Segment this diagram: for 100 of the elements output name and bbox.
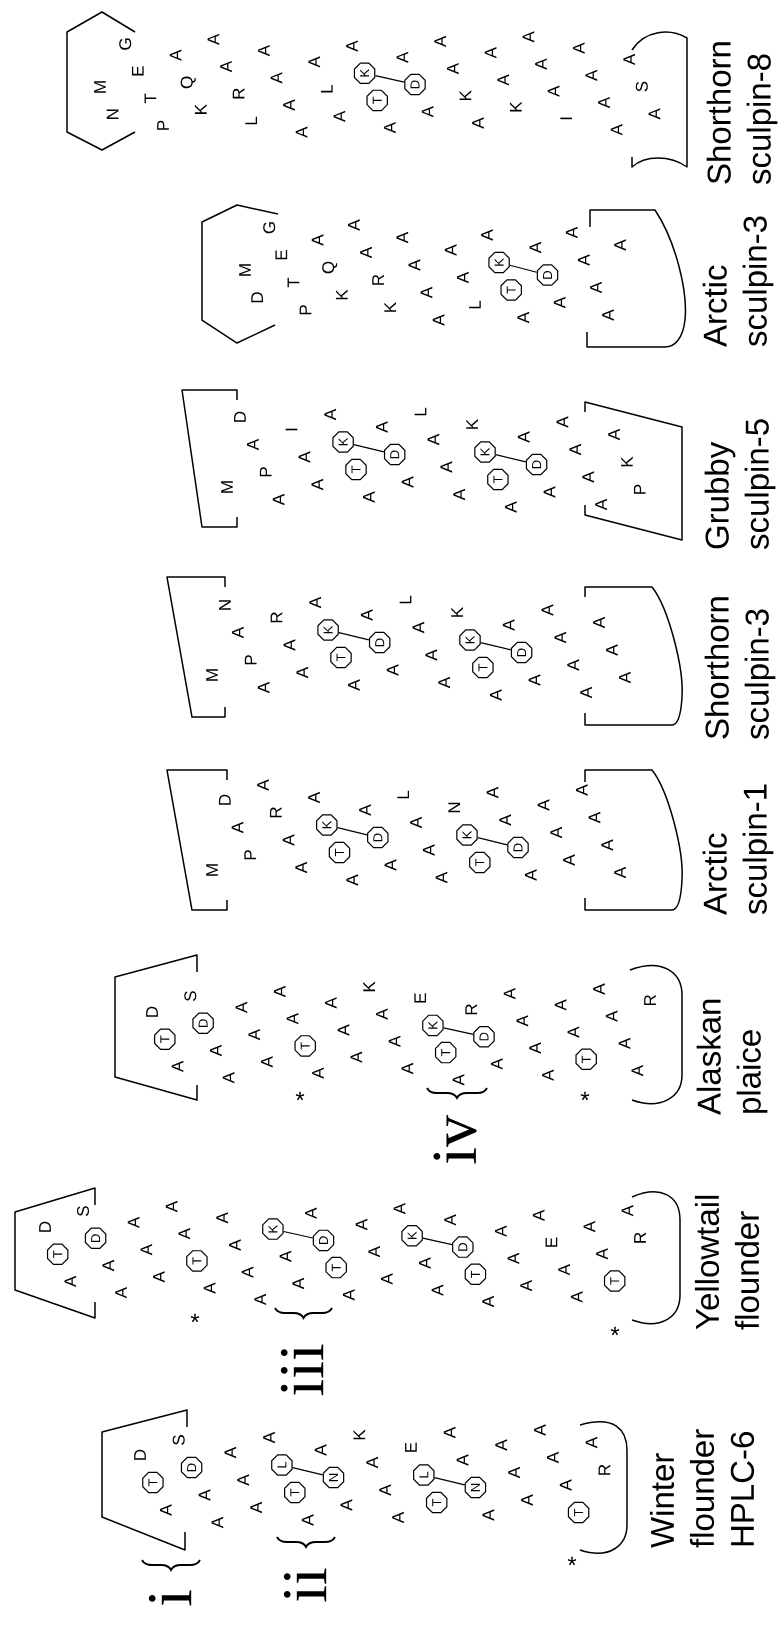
- residue-letter: A: [484, 47, 497, 59]
- residue-letter: A: [324, 408, 337, 421]
- residue-letter: P: [299, 305, 312, 315]
- residue-letter: A: [159, 1504, 172, 1516]
- residue-letter: A: [621, 1205, 634, 1217]
- residue-letter: N: [219, 600, 231, 610]
- circled-residue: D: [383, 443, 406, 466]
- residue-letter: L: [399, 595, 412, 604]
- circled-residue: D: [536, 264, 559, 286]
- residue-letter: A: [282, 834, 295, 846]
- residue-letter: Q: [322, 261, 338, 274]
- residue-letter: M: [239, 264, 251, 276]
- circled-residue: N: [322, 1466, 345, 1489]
- circled-residue: K: [422, 1014, 444, 1037]
- residue-letter: A: [582, 471, 595, 483]
- residue-letter: K: [466, 419, 478, 429]
- residue-letter: L: [320, 84, 333, 93]
- residue-letter: R: [644, 994, 656, 1006]
- residue-letter: I: [285, 428, 298, 431]
- residue-letter: A: [598, 96, 610, 109]
- connecting-line: [353, 444, 385, 453]
- residue-letter: A: [222, 1072, 235, 1084]
- residue-letter: A: [482, 1295, 494, 1308]
- circled-residue: T: [294, 1035, 316, 1057]
- residue-letter: A: [559, 1479, 572, 1491]
- residue-letter: A: [301, 1514, 314, 1526]
- circled-residue: T: [46, 1243, 69, 1265]
- residue-letter: M: [206, 669, 218, 681]
- residue-letter: P: [633, 484, 646, 494]
- residue-letter: R: [372, 274, 384, 285]
- circled-residue: D: [525, 453, 548, 476]
- residue-letter: D: [134, 1449, 146, 1460]
- residue-letter: A: [305, 1207, 317, 1219]
- residue-letter: A: [311, 234, 324, 246]
- residue-letter: A: [528, 674, 541, 686]
- residue-letter: A: [198, 1489, 211, 1501]
- circled-residue: K: [317, 619, 339, 641]
- residue-letter: A: [508, 1466, 520, 1479]
- residue-letter: A: [366, 1456, 379, 1469]
- region-numeral: iii: [280, 1344, 324, 1396]
- residue-letter: A: [495, 1439, 508, 1451]
- residue-letter: A: [444, 1214, 456, 1226]
- residue-letter: A: [497, 74, 510, 86]
- circled-residue: T: [603, 1270, 626, 1292]
- residue-letter: T: [144, 93, 157, 104]
- residue-letter: A: [583, 1220, 596, 1233]
- residue-letter: A: [452, 1074, 465, 1086]
- residue-letter: A: [250, 1501, 262, 1514]
- residue-letter: E: [405, 1442, 417, 1452]
- residue-letter: A: [359, 804, 371, 816]
- residue-letter: A: [569, 443, 582, 456]
- residue-letter: A: [312, 1067, 324, 1079]
- residue-letter: A: [401, 1062, 414, 1075]
- residue-letter: E: [131, 66, 144, 76]
- residue-letter: A: [435, 871, 448, 884]
- residue-letter: A: [340, 1499, 353, 1511]
- residue-letter: L: [414, 407, 427, 416]
- residue-letter: G: [263, 222, 276, 234]
- residue-letter: A: [590, 281, 602, 294]
- asterisk: *: [295, 1091, 305, 1101]
- species-label: Winter flounder HPLC-6: [649, 1429, 755, 1548]
- residue-letter: A: [246, 438, 259, 451]
- residue-letter: A: [499, 814, 512, 826]
- residue-letter: K: [363, 981, 375, 992]
- residue-letter: A: [279, 1250, 292, 1262]
- residue-letter: A: [308, 56, 321, 68]
- residue-letter: A: [376, 1008, 388, 1020]
- residue-letter: A: [606, 644, 618, 656]
- residue-letter: A: [486, 786, 499, 799]
- residue-letter: A: [211, 1516, 224, 1529]
- residue-letter: A: [438, 676, 451, 689]
- residue-letter: A: [444, 244, 457, 256]
- residue-letter: S: [77, 1206, 89, 1216]
- circled-residue: T: [487, 468, 509, 491]
- residue-letter: A: [396, 51, 409, 63]
- circled-residue: T: [284, 1481, 306, 1504]
- residue-letter: A: [342, 1289, 355, 1301]
- residue-letter: P: [157, 120, 169, 130]
- residue-letter: A: [64, 1275, 77, 1288]
- connecting-line: [433, 1477, 466, 1486]
- residue-letter: A: [614, 239, 626, 251]
- residue-letter: R: [232, 88, 245, 99]
- residue-letter: P: [259, 467, 272, 477]
- circled-residue: T: [325, 1256, 347, 1279]
- residue-letter: D: [234, 411, 246, 422]
- circled-residue: K: [474, 441, 496, 463]
- residue-letter: A: [237, 1474, 250, 1486]
- residue-letter: A: [431, 1284, 444, 1296]
- residue-letter: R: [634, 1232, 646, 1243]
- circled-residue: K: [332, 431, 354, 453]
- residue-letter: A: [618, 671, 631, 684]
- residue-letter: A: [140, 1243, 153, 1256]
- residue-letter: A: [453, 488, 466, 501]
- circled-residue: K: [353, 62, 376, 84]
- residue-letter: A: [368, 1246, 381, 1258]
- residue-letter: A: [440, 461, 453, 473]
- circled-residue: T: [567, 1501, 590, 1524]
- residue-letter: A: [529, 1042, 541, 1054]
- residue-letter: A: [553, 296, 566, 309]
- circled-residue: D: [510, 641, 533, 664]
